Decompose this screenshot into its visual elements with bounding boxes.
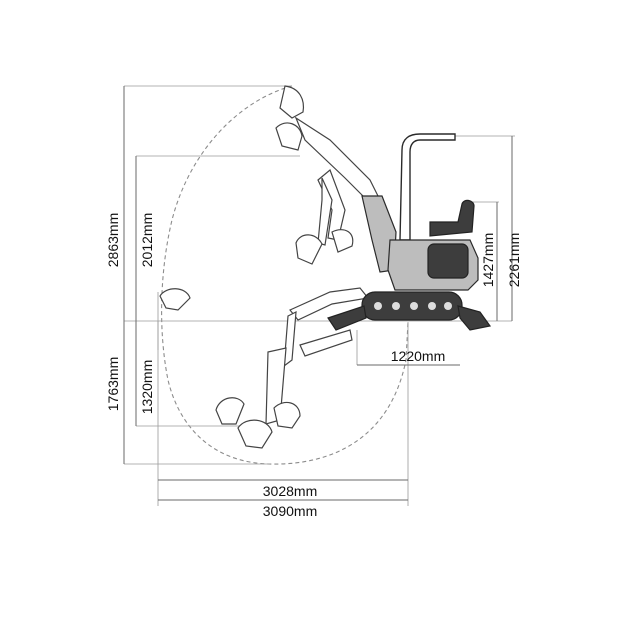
vertical-dig-depth-label: 1320mm bbox=[139, 360, 155, 414]
extension-lines bbox=[124, 85, 515, 506]
mid-arm-position bbox=[295, 168, 354, 265]
upper-arm-position bbox=[275, 85, 381, 206]
engine-cover bbox=[427, 243, 469, 279]
excavator-body bbox=[327, 133, 492, 331]
bucket-far-left bbox=[159, 288, 191, 311]
track-rollers bbox=[374, 302, 452, 310]
lower-arm-position bbox=[159, 287, 370, 449]
canopy-height-label: 2261mm bbox=[506, 233, 522, 287]
dimension-labels: 2863mm 2012mm 1763mm 1320mm 2261mm 1427m… bbox=[105, 213, 522, 519]
bucket-low-right bbox=[237, 419, 273, 449]
max-height-label: 2863mm bbox=[105, 213, 121, 267]
canopy-frame bbox=[399, 133, 456, 241]
dump-height-label: 2012mm bbox=[139, 213, 155, 267]
swing-bracket bbox=[327, 305, 367, 331]
bucket-mid-1 bbox=[295, 234, 323, 265]
max-reach-label: 3090mm bbox=[263, 503, 317, 519]
bucket-mid-2 bbox=[331, 229, 354, 253]
operator-seat bbox=[429, 199, 475, 237]
tail-radius-label: 1220mm bbox=[391, 348, 445, 364]
max-dig-depth-label: 1763mm bbox=[105, 357, 121, 411]
dimension-lines bbox=[123, 86, 513, 501]
bucket-low-left bbox=[215, 397, 245, 425]
bucket-upper bbox=[275, 122, 303, 151]
ground-reach-label: 3028mm bbox=[263, 483, 317, 499]
dozer-blade bbox=[457, 305, 492, 331]
bucket-front bbox=[273, 401, 301, 429]
seat-height-label: 1427mm bbox=[480, 233, 496, 287]
